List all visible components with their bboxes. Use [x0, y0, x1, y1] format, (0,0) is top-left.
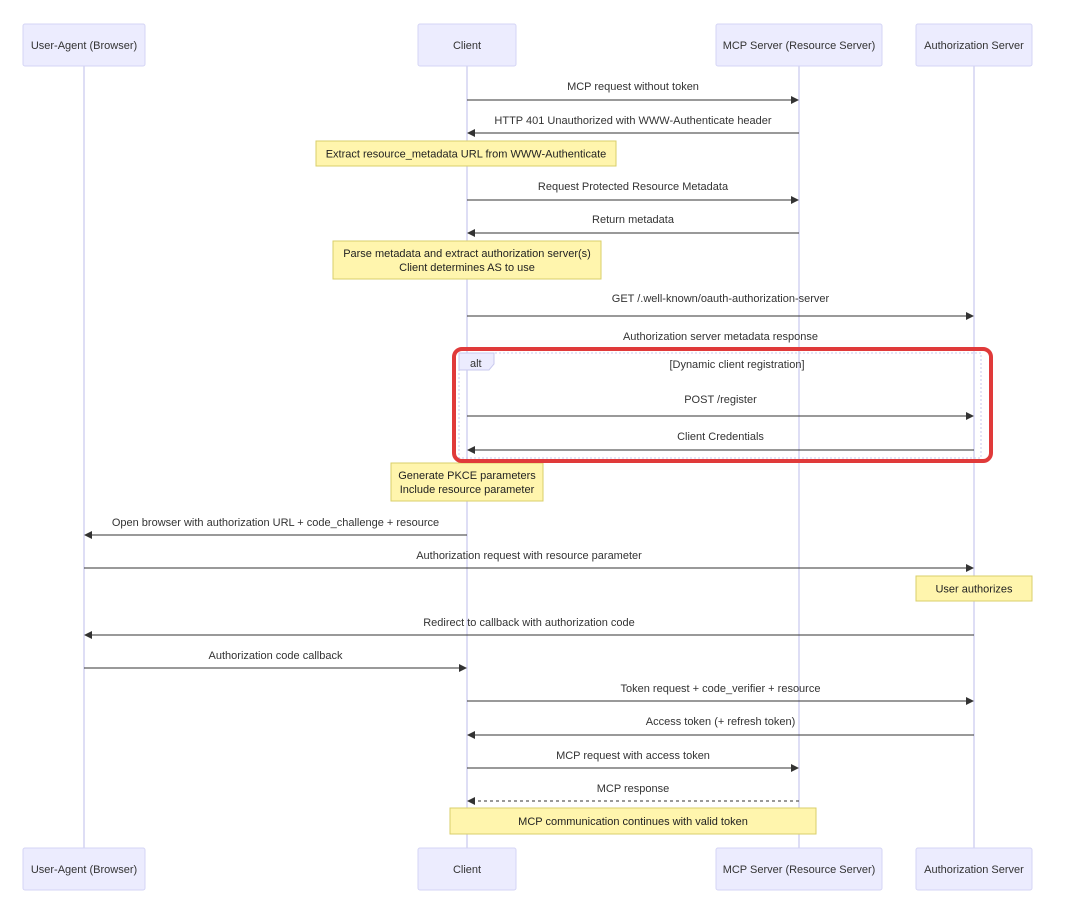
alt-frame: [458, 352, 982, 459]
message-label: GET /.well-known/oauth-authorization-ser…: [612, 293, 830, 305]
message-13: Token request + code_verifier + resource: [467, 683, 974, 705]
participant-box: [417, 23, 517, 67]
message-3: Request Protected Resource Metadata: [467, 181, 799, 204]
message-2: HTTP 401 Unauthorized with WWW-Authentic…: [467, 115, 799, 137]
participant-label: Client: [453, 40, 481, 52]
message-label: Return metadata: [592, 214, 675, 226]
highlight-box: [452, 347, 993, 463]
participant-box: [22, 847, 146, 891]
message-8: Client Credentials: [467, 431, 974, 454]
message-label: POST /register: [684, 394, 757, 406]
message-14: Access token (+ refresh token): [467, 716, 974, 739]
message-label: Authorization request with resource para…: [416, 550, 642, 562]
message-12: Authorization code callback: [84, 650, 467, 672]
participant-box: [715, 847, 883, 891]
participant-label: User-Agent (Browser): [31, 864, 137, 876]
participant-box: [915, 23, 1033, 67]
message-7: POST /register: [467, 394, 974, 420]
alt-block: alt [Dynamic client registration]: [458, 352, 982, 459]
message-label: Request Protected Resource Metadata: [538, 181, 729, 193]
note-5: MCP communication continues with valid t…: [449, 807, 817, 835]
participant-client-top: Client: [417, 23, 517, 67]
message-label: MCP request with access token: [556, 750, 710, 762]
message-16: MCP response: [467, 783, 799, 805]
message-1: MCP request without token: [467, 81, 799, 104]
participant-mcp-top: MCP Server (Resource Server): [715, 23, 883, 67]
message-label: Redirect to callback with authorization …: [423, 617, 635, 629]
message-label: Token request + code_verifier + resource: [621, 683, 821, 695]
message-5: GET /.well-known/oauth-authorization-ser…: [467, 293, 974, 320]
message-10: Authorization request with resource para…: [84, 550, 974, 572]
participant-client-bottom: Client: [417, 847, 517, 891]
participant-ua-top: User-Agent (Browser): [22, 23, 146, 67]
message-label: MCP request without token: [567, 81, 699, 93]
participant-label: User-Agent (Browser): [31, 40, 137, 52]
participant-box: [417, 847, 517, 891]
note-4: User authorizes: [915, 575, 1033, 602]
message-label: MCP response: [597, 783, 670, 795]
note-text: Generate PKCE parameters: [398, 470, 536, 482]
participant-label: MCP Server (Resource Server): [723, 40, 876, 52]
participant-as-top: Authorization Server: [915, 23, 1033, 67]
message-label: Access token (+ refresh token): [646, 716, 795, 728]
message-label: Authorization code callback: [209, 650, 343, 662]
note-text: User authorizes: [935, 583, 1013, 595]
note-text: Client determines AS to use: [399, 262, 535, 274]
note-box: [915, 575, 1033, 602]
message-11: Redirect to callback with authorization …: [84, 617, 974, 639]
message-9: Open browser with authorization URL + co…: [84, 517, 467, 539]
note-1: Extract resource_metadata URL from WWW-A…: [315, 140, 617, 167]
note-text: Parse metadata and extract authorization…: [343, 248, 591, 260]
message-6: Authorization server metadata response: [623, 331, 818, 343]
message-label: HTTP 401 Unauthorized with WWW-Authentic…: [494, 115, 772, 127]
message-15: MCP request with access token: [467, 750, 799, 772]
note-text: Include resource parameter: [400, 484, 535, 496]
alt-condition: [Dynamic client registration]: [669, 359, 804, 371]
participant-label: Authorization Server: [924, 864, 1024, 876]
participant-as-bottom: Authorization Server: [915, 847, 1033, 891]
participant-label: MCP Server (Resource Server): [723, 864, 876, 876]
participant-box: [22, 23, 146, 67]
message-label: Authorization server metadata response: [623, 331, 818, 343]
alt-label-tab: [458, 352, 495, 371]
participant-label: Authorization Server: [924, 40, 1024, 52]
participant-box: [915, 847, 1033, 891]
message-label: Client Credentials: [677, 431, 764, 443]
message-label: Open browser with authorization URL + co…: [112, 517, 439, 529]
note-box: [315, 140, 617, 167]
note-box: [332, 240, 602, 280]
note-text: Extract resource_metadata URL from WWW-A…: [326, 148, 607, 160]
note-text: MCP communication continues with valid t…: [518, 816, 748, 828]
participant-ua-bottom: User-Agent (Browser): [22, 847, 146, 891]
message-4: Return metadata: [467, 214, 799, 237]
participant-box: [715, 23, 883, 67]
note-box: [449, 807, 817, 835]
participant-mcp-bottom: MCP Server (Resource Server): [715, 847, 883, 891]
participant-label: Client: [453, 864, 481, 876]
alt-label: alt: [470, 358, 482, 370]
note-2: Parse metadata and extract authorization…: [332, 240, 602, 280]
